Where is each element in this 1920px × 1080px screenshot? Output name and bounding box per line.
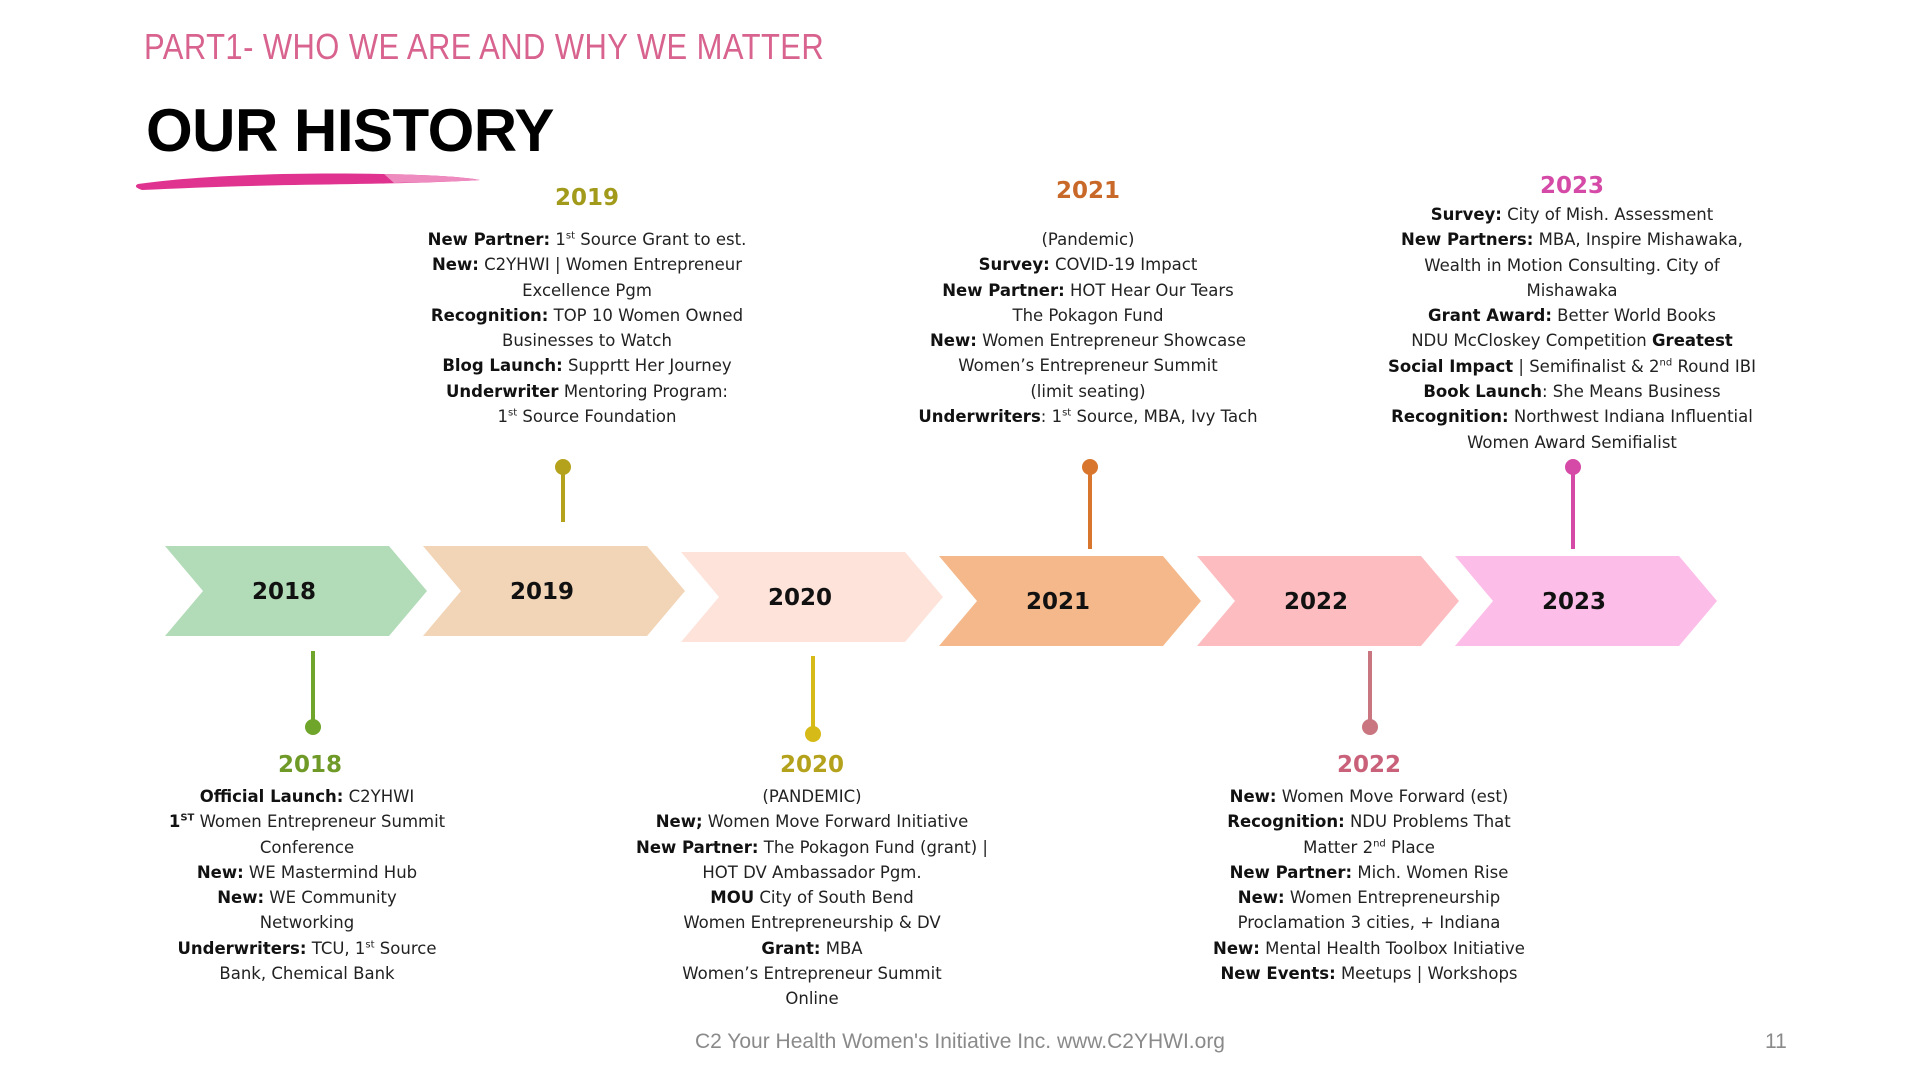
list-item: HOT DV Ambassador Pgm.	[702, 862, 922, 882]
entry-2022: New: Women Move Forward (est) Recognitio…	[1149, 784, 1589, 986]
timeline-arrow-label: 2020	[768, 585, 832, 611]
list-item: Social Impact | Semifinalist & 2nd Round…	[1388, 356, 1756, 376]
list-item: Bank, Chemical Bank	[219, 964, 395, 984]
list-item: Businesses to Watch	[502, 331, 672, 351]
list-item: 1ST Women Entrepreneur Summit	[168, 812, 446, 832]
list-item: New: C2YHWI | Women Entrepreneur	[431, 255, 742, 275]
list-item: Underwriter Mentoring Program:	[446, 381, 728, 401]
timeline-arrow-label: 2018	[252, 579, 316, 605]
timeline-arrow-2022: 2022	[1197, 556, 1459, 646]
timeline-arrows: 2018 2019 2020 2021 2022 2023	[165, 546, 1717, 646]
list-item: Women Entrepreneurship & DV	[683, 913, 941, 933]
list-item: (limit seating)	[1030, 381, 1146, 401]
page-number: 11	[1765, 1030, 1787, 1053]
list-item: New Partner: 1st Source Grant to est.	[427, 230, 747, 249]
entry-2018: Official Launch: C2YHWI 1ST Women Entrep…	[107, 784, 507, 986]
list-item: NDU McCloskey Competition Greatest	[1411, 331, 1733, 351]
chevron-shape	[1197, 556, 1459, 646]
list-item: Women’s Entrepreneur Summit	[682, 964, 942, 984]
list-item: Matter 2nd Place	[1303, 837, 1435, 857]
brush-underline	[135, 173, 481, 190]
timeline-arrow-2020: 2020	[681, 552, 943, 642]
list-item: Wealth in Motion Consulting. City of	[1424, 255, 1720, 275]
timeline-arrow-label: 2021	[1026, 589, 1090, 615]
chevron-shape	[681, 552, 943, 642]
list-item: New: Women Entrepreneurship	[1237, 888, 1501, 908]
list-item: Grant: MBA	[761, 938, 863, 958]
entry-2019: New Partner: 1st Source Grant to est. Ne…	[387, 227, 787, 429]
year-heading-2020: 2020	[779, 752, 844, 778]
list-item: New: WE Community	[217, 888, 397, 908]
list-item: The Pokagon Fund	[1012, 305, 1164, 325]
year-heading-2018: 2018	[277, 752, 342, 778]
list-item: New: Women Entrepreneur Showcase	[930, 331, 1246, 351]
list-item: New; Women Move Forward Initiative	[655, 812, 969, 832]
list-item: Official Launch: C2YHWI	[199, 787, 415, 806]
list-item: Recognition: TOP 10 Women Owned	[430, 305, 744, 325]
list-item: Women Award Semifialist	[1467, 432, 1677, 452]
year-heading-2022: 2022	[1336, 752, 1401, 778]
year-heading-2019: 2019	[554, 185, 619, 211]
list-item: New: WE Mastermind Hub	[196, 862, 418, 882]
page-title: OUR HISTORY	[146, 97, 554, 164]
list-item: New Events: Meetups | Workshops	[1220, 964, 1518, 984]
list-item: Recognition: Northwest Indiana Influenti…	[1391, 407, 1753, 427]
chevron-shape	[165, 546, 427, 636]
list-item: Survey: City of Mish. Assessment	[1430, 205, 1714, 224]
list-item: New Partner: HOT Hear Our Tears	[942, 280, 1234, 300]
list-item: (Pandemic)	[1041, 230, 1135, 249]
list-item: Underwriters: TCU, 1st Source	[177, 938, 437, 958]
list-item: New Partner: The Pokagon Fund (grant) |	[636, 837, 988, 857]
list-item: New Partners: MBA, Inspire Mishawaka,	[1401, 230, 1743, 250]
timeline-arrow-2019: 2019	[423, 546, 685, 636]
timeline-arrow-2018: 2018	[165, 546, 427, 636]
list-item: Conference	[259, 837, 355, 857]
list-item: Mishawaka	[1526, 280, 1618, 300]
timeline-arrow-2021: 2021	[939, 556, 1201, 646]
list-item: Proclamation 3 cities, + Indiana	[1237, 913, 1501, 933]
chevron-shape	[939, 556, 1201, 646]
list-item: New: Mental Health Toolbox Initiative	[1213, 938, 1525, 958]
entry-2023: Survey: City of Mish. Assessment New Par…	[1352, 202, 1792, 455]
list-item: 1st Source Foundation	[497, 407, 677, 427]
section-label: PART1- WHO WE ARE AND WHY WE MATTER	[144, 26, 825, 67]
list-item: Networking	[259, 913, 355, 933]
list-item: Women’s Entrepreneur Summit	[958, 356, 1218, 376]
list-item: Blog Launch: Supprtt Her Journey	[442, 356, 732, 376]
entry-2020: (PANDEMIC) New; Women Move Forward Initi…	[597, 784, 1027, 1012]
chevron-shape	[423, 546, 685, 636]
timeline-arrow-label: 2023	[1542, 589, 1606, 615]
list-item: (PANDEMIC)	[762, 787, 862, 806]
list-item: Survey: COVID-19 Impact	[978, 255, 1198, 275]
year-heading-2021: 2021	[1055, 178, 1120, 204]
list-item: Book Launch: She Means Business	[1423, 382, 1721, 402]
timeline-arrow-label: 2019	[510, 579, 574, 605]
list-item: Grant Award: Better World Books	[1428, 306, 1716, 326]
chevron-shape	[1455, 556, 1717, 646]
footer-text: C2 Your Health Women's Initiative Inc. w…	[694, 1030, 1225, 1053]
list-item: New: Women Move Forward (est)	[1229, 787, 1509, 806]
timeline-arrow-label: 2022	[1284, 589, 1348, 615]
list-item: Recognition: NDU Problems That	[1227, 812, 1511, 832]
list-item: Underwriters: 1st Source, MBA, Ivy Tach	[918, 407, 1258, 427]
entry-2021: (Pandemic) Survey: COVID-19 Impact New P…	[883, 227, 1293, 429]
list-item: MOU City of South Bend	[710, 888, 914, 908]
timeline-arrow-2023: 2023	[1455, 556, 1717, 646]
year-heading-2023: 2023	[1539, 173, 1604, 199]
list-item: Online	[785, 989, 839, 1009]
list-item: Excellence Pgm	[522, 280, 652, 300]
list-item: New Partner: Mich. Women Rise	[1229, 862, 1509, 882]
